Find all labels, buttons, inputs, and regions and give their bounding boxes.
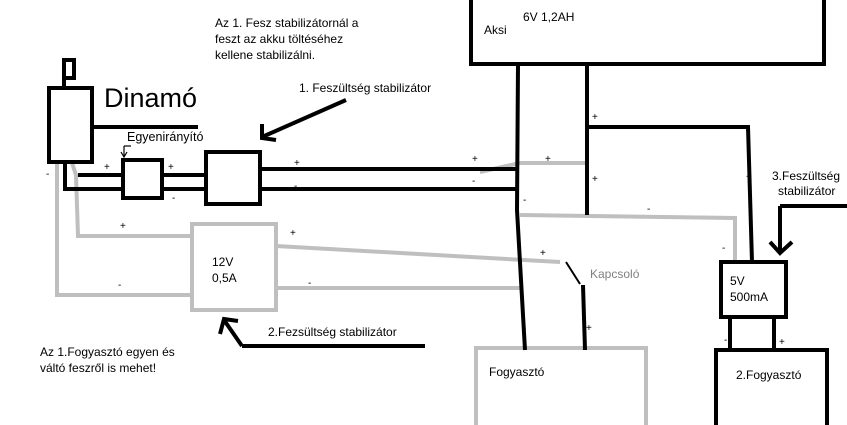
stab3-line2: stabilizátor — [778, 184, 835, 198]
pol-plus: + — [592, 174, 598, 185]
stab2-pointer-head — [218, 316, 239, 335]
stab1-box — [204, 150, 262, 206]
stab3-line1: 3.Feszültség — [772, 169, 840, 183]
reg5-line1: 5V — [730, 274, 745, 288]
aksi-label: Aksi — [484, 23, 507, 37]
egyeniranyito-pointer — [120, 145, 131, 159]
pol-plus: + — [592, 112, 598, 123]
stab2-pointer-shaft — [222, 318, 244, 348]
aksi-box — [469, 0, 826, 66]
fogyaszto2-label: 2.Fogyasztó — [736, 368, 802, 382]
kapcsolo-label: Kapcsoló — [590, 267, 640, 281]
kapcsolo-lever — [565, 261, 581, 285]
fogyaszto2-box — [714, 348, 829, 425]
reg12-line2: 0,5A — [212, 271, 237, 285]
egyeniranyito-box — [121, 158, 164, 200]
pol-minus: - — [523, 195, 526, 206]
pol-minus: - — [724, 335, 727, 346]
dinamo-label: Dinamó — [104, 83, 197, 113]
wire-dinamo-minus — [63, 163, 123, 191]
stab2-label: 2.Fezsültség stabilizátor — [268, 325, 397, 339]
wire-ac-minus — [55, 163, 192, 297]
pol-plus: + — [540, 248, 546, 259]
reg12-line1: 12V — [212, 255, 233, 269]
pol-plus: + — [545, 154, 551, 165]
wire-ac-plus — [70, 162, 192, 238]
pol-plus: + — [120, 221, 126, 232]
pol-minus: - — [472, 176, 475, 187]
note-top-line3: kellene stabilizálni. — [215, 48, 315, 62]
reg5-box — [719, 260, 788, 319]
pol-minus: - — [308, 278, 311, 289]
pol-minus: - — [46, 169, 49, 180]
pol-minus: - — [118, 280, 121, 291]
stab1-pointer-shaft — [261, 98, 347, 139]
switch-fixed-contact — [581, 284, 587, 351]
aksi-spec: 6V 1,2AH — [523, 10, 574, 24]
pol-minus: - — [172, 193, 175, 204]
pol-plus: + — [779, 337, 785, 348]
pol-minus: - — [523, 323, 526, 334]
note-bottom-line2: váltó feszről is mehet! — [40, 361, 156, 375]
note-bottom-line1: Az 1.Fogyasztó egyen és — [40, 345, 175, 359]
pol-minus: - — [647, 204, 650, 215]
egyeniranyito-label: Egyenirányító — [127, 130, 203, 144]
pol-plus: + — [746, 172, 752, 183]
pol-plus: + — [294, 158, 300, 169]
stab1-label: 1. Feszültség stabilizátor — [299, 81, 431, 95]
reg12-box — [190, 222, 278, 312]
pol-minus: - — [722, 243, 725, 254]
note-top-line1: Az 1. Fesz stabilizátornál a — [215, 16, 359, 30]
pol-plus: + — [290, 228, 296, 239]
dinamo-body — [47, 86, 94, 164]
fogyaszto1-label: Fogyasztó — [489, 365, 545, 379]
wire-bus-to-5v — [587, 125, 754, 263]
reg5-line2: 500mA — [730, 290, 768, 304]
fogyaszto1-box — [474, 346, 648, 425]
wire-12v-plus-to-switch — [275, 244, 561, 264]
stab3-pointer-head — [768, 240, 794, 256]
wire-5v-minus-to-bus — [519, 213, 737, 262]
pol-plus: + — [472, 154, 478, 165]
bus-minus — [514, 63, 527, 351]
gray-wires — [55, 161, 737, 425]
black-wires — [47, 0, 847, 425]
stab1-pointer-head — [260, 124, 277, 142]
pol-minus: - — [104, 185, 107, 196]
note-top-line2: feszt az akku töltéséhez — [215, 32, 343, 46]
dinamo-shaft — [62, 58, 76, 88]
pol-plus: + — [586, 323, 592, 334]
pol-plus: + — [104, 162, 110, 173]
pol-minus: - — [294, 181, 297, 192]
pol-plus: + — [168, 162, 174, 173]
